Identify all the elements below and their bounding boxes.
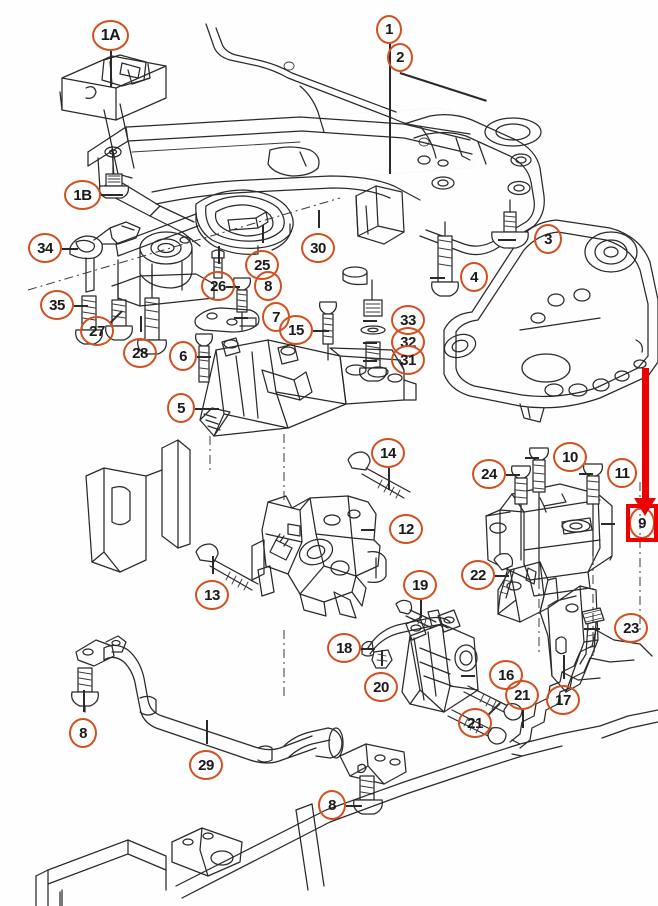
leader-line-25 — [262, 225, 264, 243]
leader-line-29 — [206, 720, 208, 744]
callout-3[interactable]: 3 — [534, 224, 562, 254]
front-lower-control-arm — [443, 219, 658, 423]
leader-line-13 — [212, 556, 214, 574]
bolt-15 — [319, 301, 337, 361]
leader-line-1B — [101, 194, 123, 196]
callout-8[interactable]: 8 — [318, 790, 346, 820]
bolt-8-left — [71, 667, 99, 713]
bolt-19 — [395, 599, 437, 629]
bracket-bottom-center — [339, 743, 407, 785]
leader-line-9 — [601, 523, 615, 525]
bolt-24 — [511, 465, 531, 561]
leader-line-11 — [579, 473, 593, 475]
callout-21[interactable]: 21 — [505, 680, 539, 710]
callout-5[interactable]: 5 — [167, 393, 195, 423]
leader-line-21 — [522, 710, 524, 728]
callout-22[interactable]: 22 — [461, 560, 495, 590]
leader-line-6 — [197, 356, 211, 358]
leader-line-10 — [525, 457, 539, 459]
leader-line-8 — [346, 805, 362, 807]
transmission-housing-12 — [251, 495, 387, 619]
callout-34[interactable]: 34 — [28, 233, 62, 263]
leader-line-1A — [110, 51, 112, 87]
leader-line-7 — [234, 317, 248, 319]
callout-21[interactable]: 21 — [458, 708, 492, 738]
callout-1A[interactable]: 1A — [92, 20, 129, 51]
leader-line-17 — [563, 655, 565, 679]
callout-15[interactable]: 15 — [279, 315, 313, 345]
callout-23[interactable]: 23 — [614, 613, 648, 643]
bolt-22 — [493, 553, 515, 615]
leader-line-4 — [430, 277, 445, 279]
centerline — [27, 197, 341, 291]
callout-8[interactable]: 8 — [254, 271, 282, 301]
bracket-7 — [194, 307, 260, 333]
body-panel-left — [85, 439, 191, 573]
callout-30[interactable]: 30 — [301, 233, 335, 263]
leader-line-15 — [313, 330, 329, 332]
rear-mount-bushing — [115, 189, 294, 257]
leader-line-16 — [461, 675, 475, 677]
leader-line-31 — [363, 360, 377, 362]
leader-line-1 — [389, 44, 391, 174]
callout-31[interactable]: 31 — [391, 345, 425, 375]
callout-17[interactable]: 17 — [546, 685, 580, 715]
leader-line-34 — [62, 248, 78, 250]
engine-mount-bracket-5 — [199, 337, 417, 437]
callout-18[interactable]: 18 — [327, 633, 361, 663]
highlight-box-item-9 — [626, 504, 658, 542]
callout-28[interactable]: 28 — [123, 338, 157, 368]
callout-8[interactable]: 8 — [69, 718, 97, 748]
leader-line-28 — [140, 316, 142, 332]
floor-panel — [35, 629, 658, 906]
callout-13[interactable]: 13 — [195, 580, 229, 610]
callout-11[interactable]: 11 — [607, 458, 637, 488]
exhaust-front-pipe-29 — [75, 635, 344, 764]
highlight-arrow-shaft — [642, 368, 649, 498]
bolt-10 — [529, 447, 549, 581]
stack-33-32-31 — [342, 266, 387, 382]
callout-19[interactable]: 19 — [403, 570, 437, 600]
callout-26[interactable]: 26 — [201, 271, 235, 301]
callout-6[interactable]: 6 — [169, 341, 197, 371]
leader-line-14 — [388, 468, 390, 490]
support-bracket-16 — [401, 609, 479, 713]
bracket-34 — [69, 221, 141, 293]
center-bushing — [111, 231, 215, 307]
leader-line-30 — [318, 210, 320, 228]
leader-line-20 — [381, 650, 383, 666]
rod-18 — [361, 609, 451, 657]
leader-line-12 — [361, 529, 375, 531]
callout-29[interactable]: 29 — [189, 750, 223, 780]
bracket-17 — [497, 561, 599, 693]
leader-line-32 — [363, 342, 377, 344]
bolt-6 — [195, 333, 213, 383]
callout-12[interactable]: 12 — [389, 514, 423, 544]
leader-line-5 — [195, 408, 219, 410]
callout-2[interactable]: 2 — [387, 43, 413, 72]
callout-24[interactable]: 24 — [472, 459, 506, 489]
callout-1[interactable]: 1 — [376, 15, 402, 44]
bolt-3 — [491, 199, 529, 249]
leader-line-26 — [218, 246, 220, 264]
leader-line-35 — [74, 305, 88, 307]
leader-line-24 — [506, 474, 520, 476]
bolt-4 — [431, 221, 459, 297]
callout-14[interactable]: 14 — [371, 438, 405, 468]
leader-line-8 — [83, 690, 85, 712]
callout-35[interactable]: 35 — [40, 290, 74, 320]
leader-line-33 — [363, 320, 377, 322]
callout-1B[interactable]: 1B — [64, 180, 101, 210]
callout-20[interactable]: 20 — [364, 672, 398, 702]
callout-10[interactable]: 10 — [553, 442, 587, 472]
leader-line-18 — [361, 648, 375, 650]
leader-line-3 — [498, 239, 516, 241]
callout-27[interactable]: 27 — [80, 316, 114, 346]
leader-line-22 — [495, 575, 509, 577]
leader-line-19 — [420, 600, 422, 618]
callout-4[interactable]: 4 — [460, 262, 488, 292]
leader-line-23 — [584, 628, 600, 630]
